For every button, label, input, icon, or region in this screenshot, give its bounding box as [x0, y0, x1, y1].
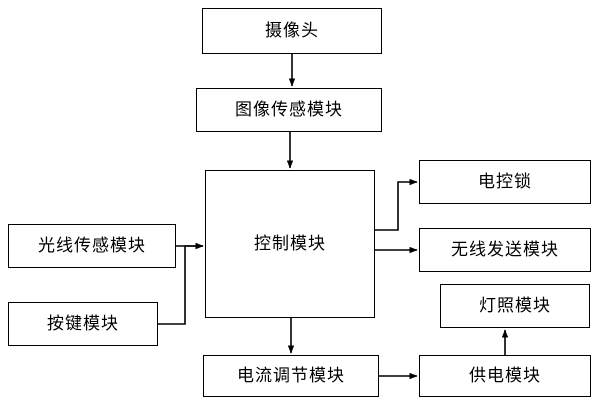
node-power-supply-label: 供电模块: [469, 365, 541, 386]
node-light-sensor-label: 光线传感模块: [38, 235, 146, 256]
node-camera[interactable]: 摄像头: [202, 8, 382, 54]
node-wireless-transmit[interactable]: 无线发送模块: [419, 228, 591, 272]
node-current-adjust[interactable]: 电流调节模块: [203, 355, 379, 397]
node-key-module-label: 按键模块: [47, 313, 119, 334]
node-lighting-module[interactable]: 灯照模块: [440, 284, 590, 328]
node-electric-lock[interactable]: 电控锁: [419, 160, 591, 204]
node-power-supply[interactable]: 供电模块: [419, 355, 591, 397]
node-electric-lock-label: 电控锁: [478, 171, 532, 192]
node-wireless-transmit-label: 无线发送模块: [451, 239, 559, 260]
node-key-module[interactable]: 按键模块: [8, 302, 158, 346]
node-image-sensor[interactable]: 图像传感模块: [196, 88, 382, 132]
node-image-sensor-label: 图像传感模块: [235, 99, 343, 120]
node-current-adjust-label: 电流调节模块: [237, 365, 345, 386]
edge-key-module-to-control: [158, 242, 204, 325]
node-light-sensor[interactable]: 光线传感模块: [8, 224, 176, 268]
node-control[interactable]: 控制模块: [205, 170, 375, 318]
node-lighting-module-label: 灯照模块: [479, 295, 551, 316]
edge-control-to-e-lock: [375, 178, 418, 231]
node-control-label: 控制模块: [254, 233, 326, 254]
node-camera-label: 摄像头: [265, 20, 319, 41]
